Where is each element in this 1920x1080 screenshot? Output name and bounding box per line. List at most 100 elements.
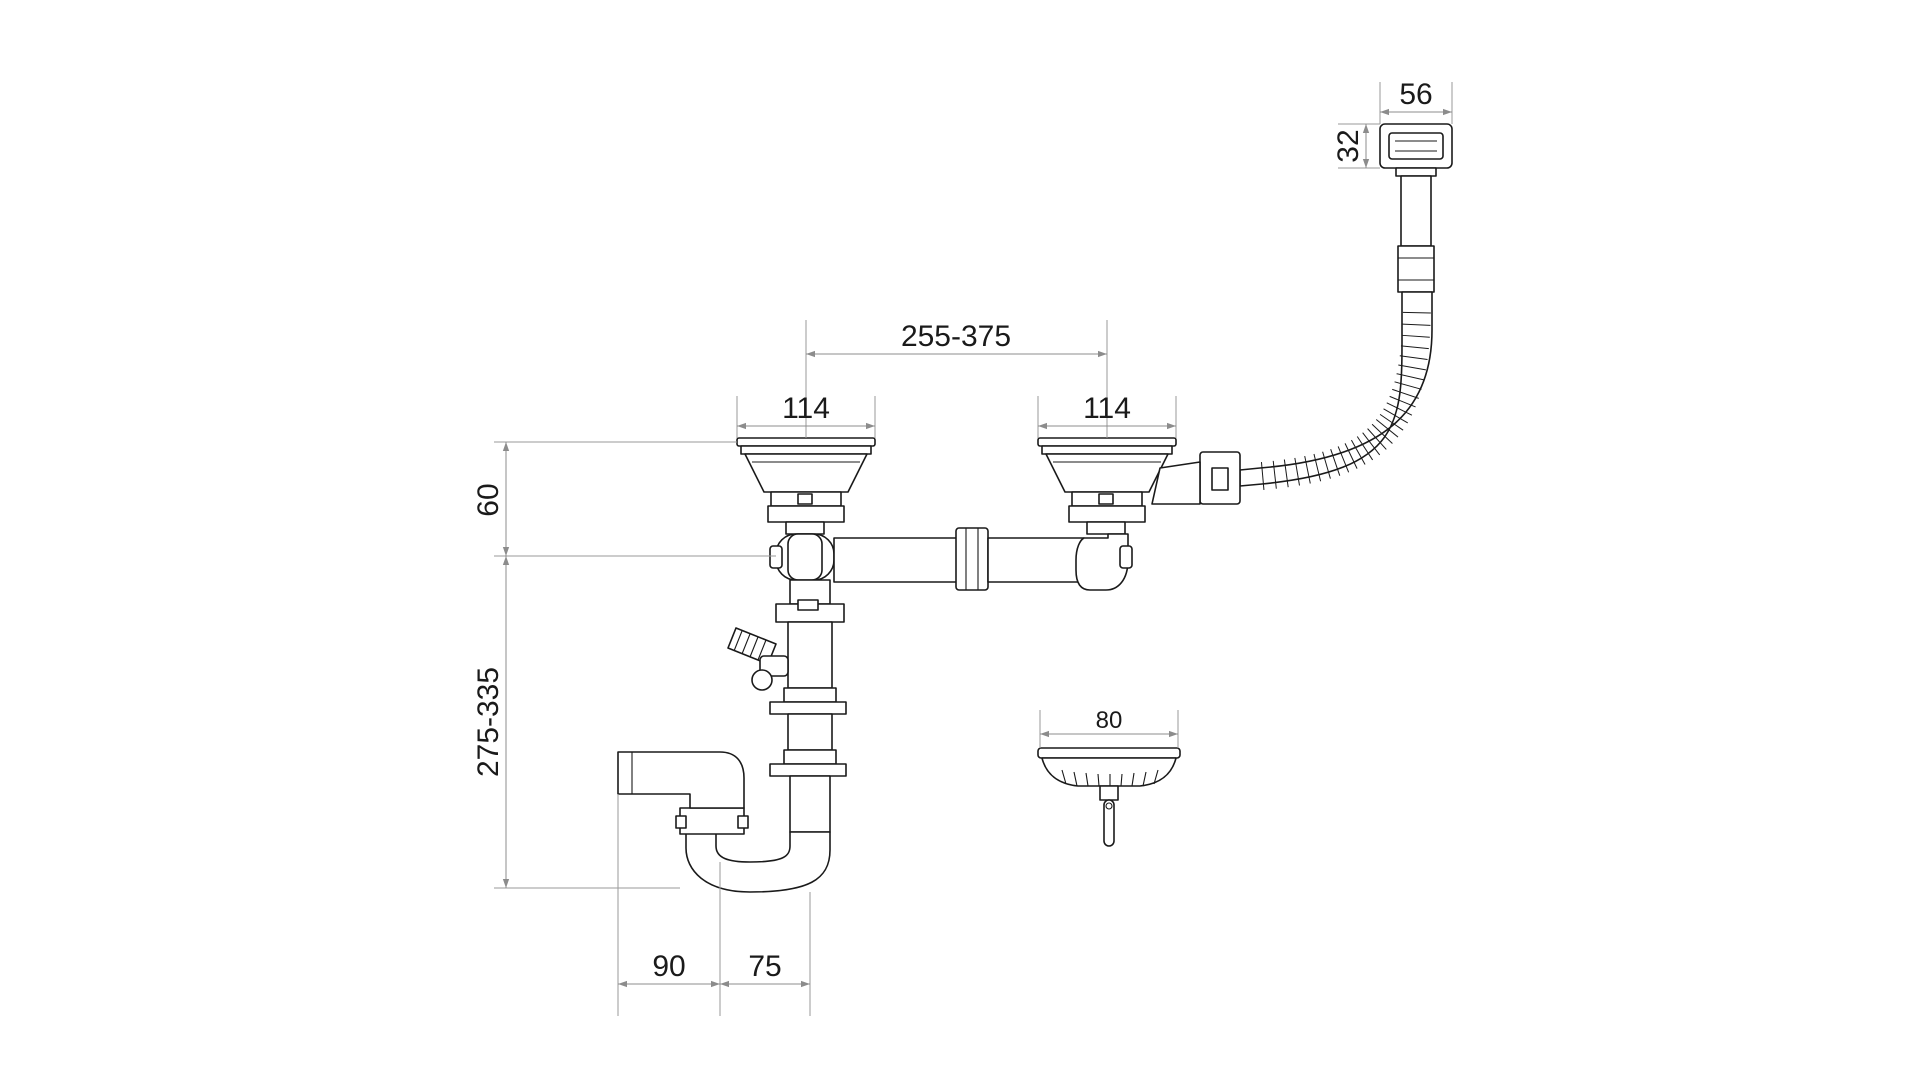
trap-outlet-nut-clip-right	[737, 815, 749, 829]
trap-outlet-nut-clip	[675, 815, 687, 829]
spigot-cap	[751, 669, 773, 691]
lower-nut	[769, 763, 847, 777]
overflow-cover-inner	[1388, 132, 1444, 160]
hose-rib	[1399, 355, 1428, 361]
trap-bend	[685, 831, 831, 893]
hose-rib	[1304, 455, 1311, 484]
dimension-label-80: 80	[1096, 707, 1123, 734]
left-strainer	[736, 437, 876, 535]
right-elbow	[1075, 533, 1133, 591]
hose-rib	[1272, 460, 1277, 489]
middle-nut-collar	[783, 687, 837, 703]
dimension-label-60: 60	[472, 483, 505, 516]
vertical-pipe-middle	[787, 713, 833, 751]
left-strainer-flange	[736, 437, 876, 447]
left-elbow-clamp	[769, 545, 783, 569]
dimension-label-90: 90	[652, 950, 685, 983]
basket-stem-hole	[1105, 802, 1113, 810]
hose-rib	[1367, 428, 1387, 450]
basket-stem	[1103, 799, 1115, 847]
right-elbow-clamp	[1119, 545, 1133, 569]
connecting-pipe-left	[833, 537, 965, 583]
hose-rib	[1371, 423, 1393, 444]
basket-stem-collar	[1099, 785, 1119, 801]
left-strainer-rim	[740, 445, 872, 455]
hose-rib	[1322, 451, 1331, 479]
hose-ribs	[1260, 311, 1431, 490]
hose-rib	[1330, 449, 1341, 476]
dimension-trap-offset: 75	[720, 892, 811, 1016]
hose-rib	[1392, 388, 1419, 399]
overflow-slot	[1395, 140, 1437, 152]
appliance-spigot	[727, 627, 789, 691]
hose-rib	[1356, 436, 1374, 461]
left-strainer-bowl	[744, 453, 868, 493]
hose-rib	[1294, 457, 1300, 486]
hose-rib	[1344, 443, 1358, 469]
trap-outlet-elbow	[617, 751, 745, 809]
hose-rib	[1394, 381, 1422, 390]
right-strainer-screw	[1098, 493, 1114, 505]
dimension-label-114-right: 114	[1083, 392, 1131, 425]
hose-rib	[1386, 402, 1413, 416]
dimension-bowl-spacing: 255-375	[805, 320, 1108, 438]
left-strainer-nut	[767, 505, 845, 523]
hose-rib	[1402, 311, 1431, 314]
right-strainer-nut	[1068, 505, 1146, 523]
dimension-label-32: 32	[1332, 129, 1365, 162]
vertical-pipe-lower	[789, 775, 831, 833]
hose-rib	[1402, 323, 1431, 326]
hose-rib	[1362, 432, 1381, 456]
trap-assembly	[617, 599, 847, 893]
hose-rib	[1396, 373, 1425, 381]
dimension-trap-height: 275-335	[472, 556, 680, 889]
hose-rib	[1401, 334, 1430, 338]
dimension-label-75: 75	[748, 950, 781, 983]
overflow-connector-nut	[1211, 467, 1229, 491]
overflow-assembly	[1199, 123, 1453, 505]
left-strainer-tail	[785, 521, 825, 535]
basket-rim	[1037, 747, 1181, 759]
right-strainer-tail	[1086, 521, 1126, 535]
dimension-overflow-height: 32	[1332, 123, 1380, 169]
left-elbow	[769, 533, 835, 605]
dimension-label-trap-height: 275-335	[472, 667, 505, 777]
dimension-right-strainer: 114	[1037, 392, 1177, 438]
dimension-label-spacing: 255-375	[901, 320, 1011, 353]
corrugated-hose	[1239, 291, 1433, 487]
hose-rib	[1375, 419, 1399, 438]
trap-outlet-nut	[679, 807, 745, 835]
connecting-pipe	[833, 527, 1085, 591]
left-strainer-screw	[797, 493, 813, 505]
hose-rib	[1260, 462, 1265, 490]
hose-rib	[1350, 439, 1366, 465]
right-strainer-bowl	[1045, 453, 1169, 493]
hose-rib	[1398, 364, 1426, 371]
basket-slots	[1061, 769, 1159, 787]
right-strainer	[1037, 437, 1201, 535]
left-elbow-inner	[787, 533, 823, 581]
right-strainer-overflow-arm	[1151, 461, 1201, 505]
overflow-collar	[1397, 245, 1435, 293]
hose-rib	[1379, 413, 1404, 431]
overflow-neck	[1395, 167, 1437, 177]
dimension-outlet-offset: 90	[617, 794, 721, 1016]
hose-rib	[1389, 395, 1416, 408]
hose-rib	[1313, 453, 1322, 482]
connecting-pipe-right	[987, 537, 1085, 583]
right-strainer-flange	[1037, 437, 1177, 447]
dimension-strainer-depth: 60	[472, 441, 776, 557]
dimension-basket: 80	[1039, 707, 1179, 748]
dimension-label-114-left: 114	[782, 392, 830, 425]
right-strainer-rim	[1041, 445, 1173, 455]
connecting-pipe-sleeve	[955, 527, 989, 591]
hose-rib	[1283, 459, 1289, 488]
lower-nut-collar	[783, 749, 837, 765]
dimension-overflow-width: 56	[1379, 78, 1453, 124]
hose-rib	[1383, 408, 1409, 424]
dimension-left-strainer: 114	[736, 392, 876, 438]
upper-nut-screw	[797, 599, 819, 611]
strainer-basket	[1037, 747, 1181, 847]
hose-rib	[1337, 446, 1350, 473]
